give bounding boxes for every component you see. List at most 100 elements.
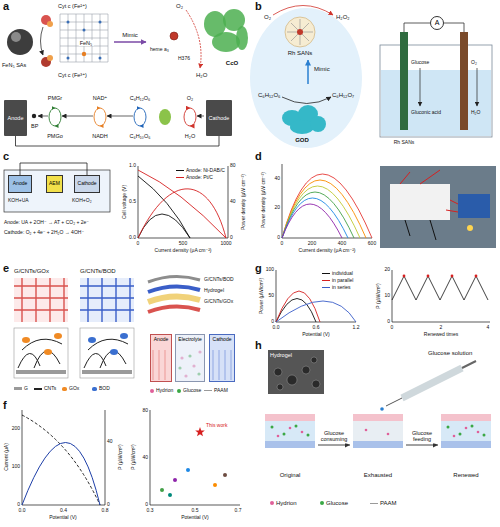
electrode-box: Cathode xyxy=(74,175,100,193)
tick-label: 40 xyxy=(142,455,148,461)
legend-item: Anode: Pt/C xyxy=(176,175,213,181)
tick-label: 400 xyxy=(338,241,346,247)
chem-label: C₆H₁₂O₆ xyxy=(258,92,281,99)
chem-label: Glucose xyxy=(411,60,429,66)
chem-label: O₂ xyxy=(187,95,193,101)
chem-label: BP xyxy=(31,123,38,129)
tick-label: 0 xyxy=(391,325,394,331)
axis-title: Power (μW/cm²) xyxy=(259,278,265,314)
legend-sample xyxy=(176,177,184,178)
tick-label: 0.5 xyxy=(192,508,199,514)
sem-inset: Hydrogel xyxy=(268,350,324,394)
tick-label: 0 xyxy=(17,502,20,508)
protein-label: Cyt c (Fe³⁺) xyxy=(58,72,87,78)
chem-label: O₂ xyxy=(176,3,183,10)
legend-item: Glucose xyxy=(320,500,348,507)
connector xyxy=(318,445,350,446)
residue-label: H376 xyxy=(178,56,190,62)
layer-label: G/CNTs/BOD xyxy=(204,277,234,283)
layer-label: G/CNTs/GOx xyxy=(204,299,233,305)
panel-letter: e xyxy=(3,262,9,274)
tick-label: 1000 xyxy=(220,241,231,247)
material-label: Rh SANs xyxy=(288,50,313,57)
tick-label: 80 xyxy=(142,408,148,414)
chem-label: PMGo xyxy=(47,133,63,139)
equation: Cathode: O₂ + 4e⁻ + 2H₂O → 4OH⁻ xyxy=(4,230,84,236)
tick-label: 80 xyxy=(230,163,236,169)
tick-label: 0 xyxy=(145,502,148,508)
legend-text: PAAM xyxy=(380,500,397,507)
legend-sample xyxy=(177,389,181,393)
chem-label: H₂O₂ xyxy=(336,14,350,21)
legend-sample xyxy=(92,387,97,391)
tick-label: 0.3 xyxy=(147,508,154,514)
tick-label: 200 xyxy=(308,241,316,247)
legend-text: G xyxy=(24,386,28,392)
tick-label: 0 xyxy=(107,502,110,508)
legend-item: BOD xyxy=(92,386,110,392)
connector xyxy=(20,163,87,175)
legend-item: PAAM xyxy=(204,388,228,394)
panel-d-art xyxy=(282,164,496,248)
panel-f-art xyxy=(22,410,240,505)
hydrogel-block: Exhausted xyxy=(350,410,406,480)
node-text: Electrolyte xyxy=(178,337,201,343)
legend-sample xyxy=(204,390,212,391)
panel-letter: d xyxy=(255,150,262,162)
legend-item: in parallel xyxy=(322,278,353,284)
region-column: Cathode xyxy=(209,334,235,382)
tick-label: 0 xyxy=(281,241,284,247)
tick-label: 0 xyxy=(230,235,233,241)
sample-label: G/CNTs/GOx xyxy=(14,268,49,275)
tick-label: 200 xyxy=(12,426,20,432)
tick-label: 40 xyxy=(107,439,113,445)
heme-label: heme a₃ xyxy=(150,47,169,53)
tick-label: 2 xyxy=(440,325,443,331)
electrode-box: Cathode xyxy=(206,100,232,136)
tick-label: 0 xyxy=(387,319,390,325)
tick-label: 0.0 xyxy=(129,235,136,241)
chem-label: C₆H₁₂O₇ xyxy=(332,92,354,99)
panel-letter: f xyxy=(3,399,7,411)
tick-label: 40 xyxy=(274,176,280,182)
tick-label: 600 xyxy=(368,241,376,247)
region-column: Anode xyxy=(150,334,172,382)
legend-text: Anode: Pt/C xyxy=(186,175,213,181)
tick-label: 1.0 xyxy=(129,163,136,169)
note-label: Glucose solution xyxy=(428,350,472,357)
tick-label: 40 xyxy=(230,199,236,205)
protein-label: GOD xyxy=(295,137,309,144)
legend-sample xyxy=(322,287,330,288)
membrane-box: AEM xyxy=(46,175,63,193)
legend-item: CNTs xyxy=(34,386,56,392)
tick-label: 100 xyxy=(266,267,274,273)
legend-item: GOx xyxy=(62,386,79,392)
legend-text: BOD xyxy=(99,386,110,392)
legend-text: GOx xyxy=(69,386,79,392)
edge-label: Glucose consuming xyxy=(317,431,351,443)
axis-title: Potential (V) xyxy=(181,515,209,521)
legend-item: Hydrion xyxy=(270,500,297,507)
node-text: Renewed xyxy=(453,472,478,479)
chem-label: C₆H₁₂O₆ xyxy=(130,95,151,101)
panel-letter: c xyxy=(3,150,9,162)
legend-text: Glucose xyxy=(183,388,201,394)
tick-label: 10 xyxy=(384,293,390,299)
tick-label: 0.4 xyxy=(60,508,67,514)
tick-label: 0.0 xyxy=(19,508,26,514)
tick-label: 0.5 xyxy=(129,199,136,205)
axis-title: P (μW/cm²) xyxy=(118,444,124,469)
tick-label: 0.7 xyxy=(235,508,242,514)
node-text: Cathode xyxy=(209,115,230,121)
legend-sample xyxy=(270,501,274,505)
region-column: Electrolyte xyxy=(175,334,205,382)
legend-item: G xyxy=(14,386,28,392)
legend-sample xyxy=(320,501,324,505)
sample-label: G/CNTs/BOD xyxy=(80,268,116,275)
tick-label: 20 xyxy=(384,267,390,273)
tick-label: 4 xyxy=(487,325,490,331)
tick-label: 50 xyxy=(268,293,274,299)
